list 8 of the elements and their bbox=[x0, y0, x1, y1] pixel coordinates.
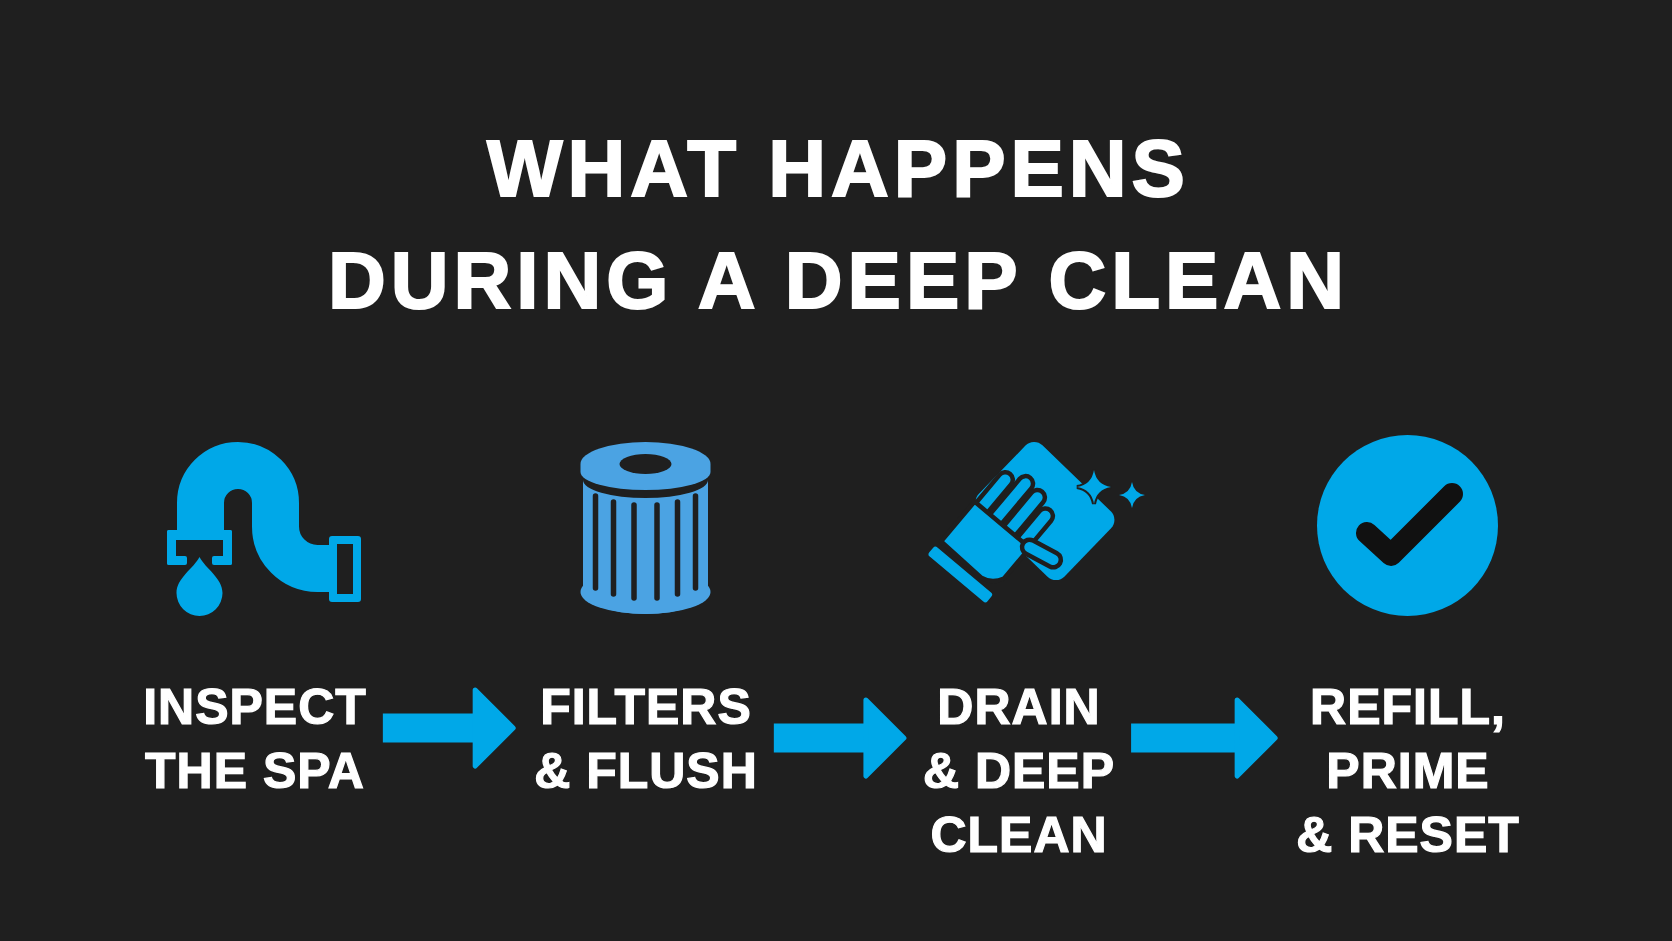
step-label: INSPECT THE SPA bbox=[139, 675, 383, 803]
step-label: DRAIN & DEEP CLEAN bbox=[906, 675, 1132, 867]
title: WHAT HAPPENS DURING A DEEP CLEAN bbox=[327, 123, 1349, 327]
arrow bbox=[1131, 697, 1279, 779]
step-label: FILTERS & FLUSH bbox=[516, 675, 774, 803]
arrow bbox=[382, 687, 517, 769]
arrow bbox=[773, 697, 907, 779]
step-label: REFILL, PRIME & RESET bbox=[1278, 675, 1524, 867]
